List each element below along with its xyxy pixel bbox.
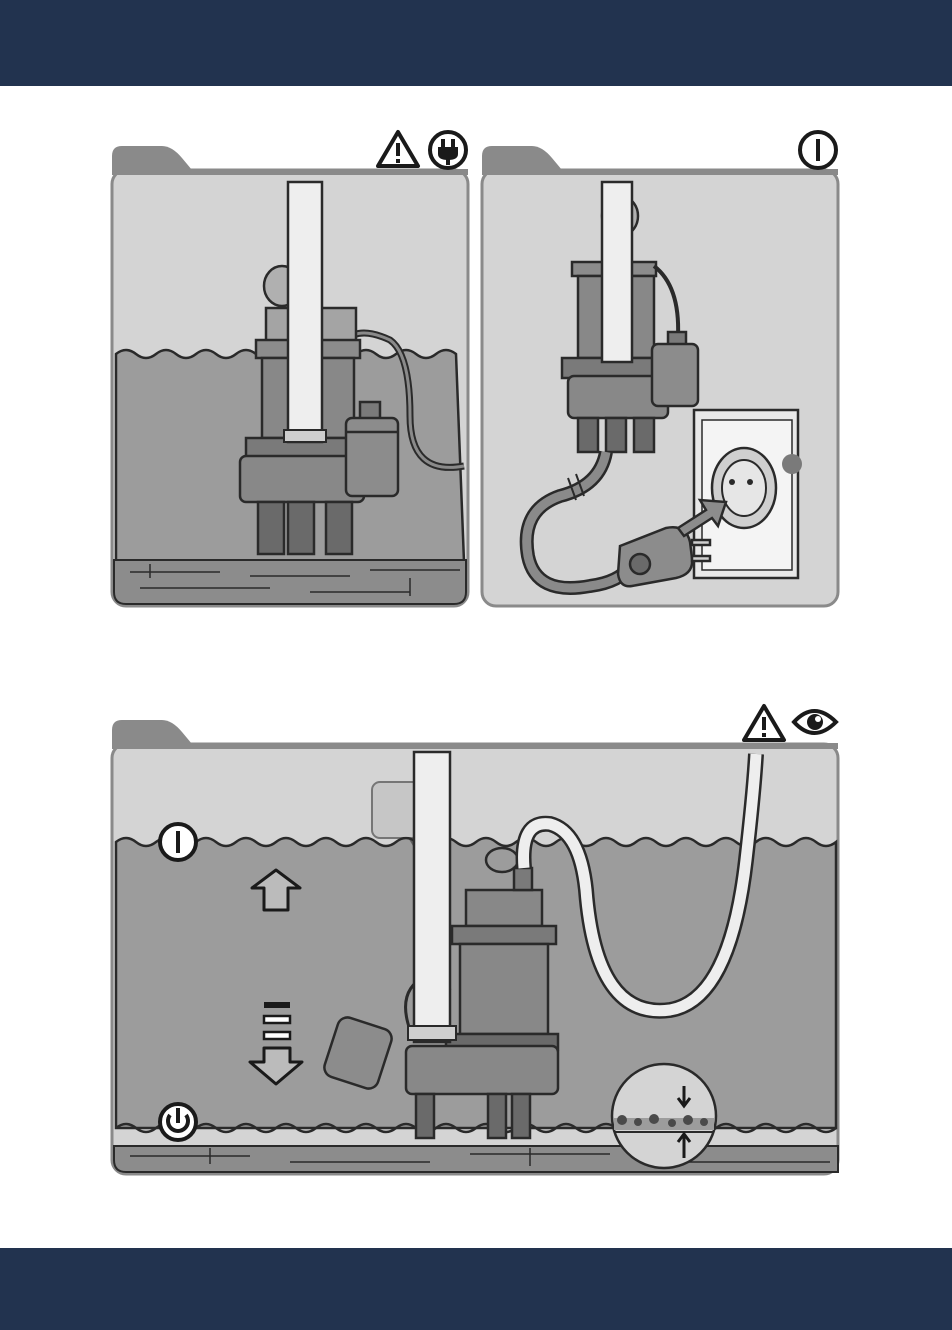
float-switch	[652, 332, 698, 406]
plug-icon	[430, 132, 466, 168]
discharge-pipe	[288, 182, 322, 442]
sediment-detail-magnifier	[612, 1064, 716, 1168]
panel-pump-in-water	[110, 126, 472, 608]
footer-band	[0, 1248, 952, 1330]
discharge-pipe	[414, 752, 450, 1042]
warning-icon	[744, 706, 784, 740]
floor	[114, 560, 466, 604]
panel-tab	[112, 720, 192, 744]
header-band	[0, 0, 952, 86]
discharge-pipe	[602, 182, 632, 362]
wall-socket	[694, 410, 802, 578]
panel-tab	[482, 146, 562, 170]
floor	[114, 1146, 838, 1172]
panel-plug-in	[480, 126, 842, 608]
panel-tab	[112, 146, 192, 170]
power-on-icon	[160, 824, 196, 860]
power-on-icon	[800, 132, 836, 168]
warning-icon	[378, 132, 418, 166]
eye-icon	[794, 711, 836, 733]
panel-float-switch-levels	[110, 700, 842, 1178]
power-standby-icon	[160, 1104, 196, 1140]
